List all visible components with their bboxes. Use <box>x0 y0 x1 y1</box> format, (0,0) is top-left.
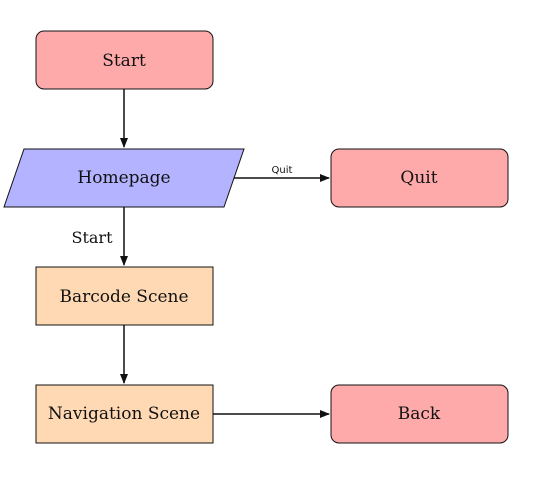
node-quit: Quit <box>330 148 509 208</box>
node-homepage: Homepage <box>3 148 245 208</box>
node-back: Back <box>330 384 509 444</box>
node-start-shape <box>35 30 214 90</box>
node-homepage-shape <box>3 148 245 208</box>
edges: Quit Start <box>71 89 330 418</box>
node-back-shape <box>330 384 509 444</box>
node-barcode-scene-label: Barcode Scene <box>59 287 188 307</box>
node-start: Start <box>35 30 214 90</box>
node-navigation-scene-shape <box>35 384 214 444</box>
edge-label-start: Start <box>71 228 113 247</box>
node-barcode-scene-shape <box>35 266 214 326</box>
node-navigation-scene-label: Navigation Scene <box>48 404 200 424</box>
node-barcode-scene: Barcode Scene <box>35 266 214 326</box>
node-navigation-scene: Navigation Scene <box>35 384 214 444</box>
node-quit-label: Quit <box>400 168 437 188</box>
node-quit-shape <box>330 148 509 208</box>
edge-label-quit: Quit <box>272 165 293 176</box>
node-back-label: Back <box>398 404 441 424</box>
node-homepage-label: Homepage <box>77 168 170 188</box>
nodes: Start Homepage Quit Barcode Scene Naviga… <box>3 30 509 444</box>
node-start-label: Start <box>102 51 146 71</box>
